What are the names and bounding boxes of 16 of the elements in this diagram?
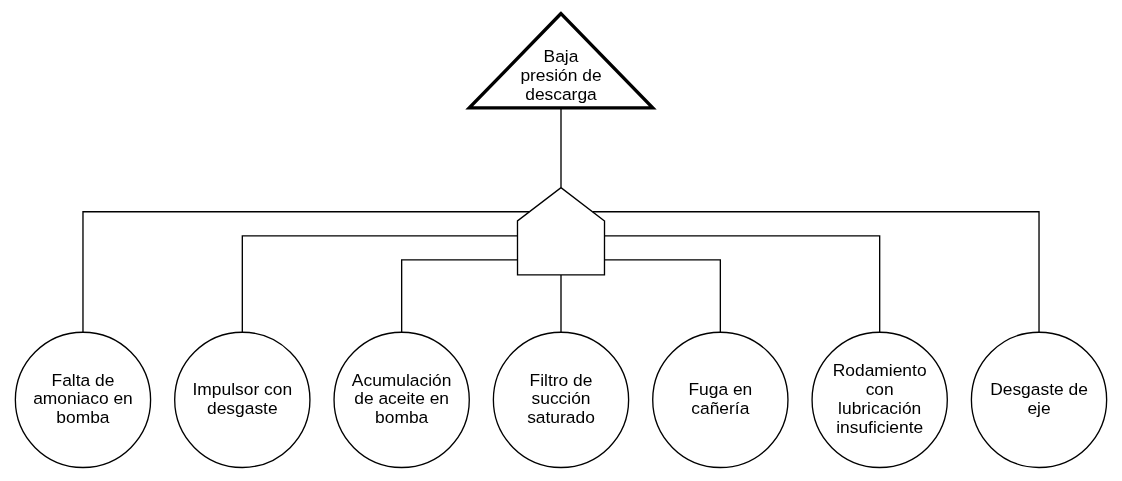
connector <box>603 235 881 333</box>
node-circle: Filtro de succión saturado <box>492 331 630 469</box>
node-circle: Fuga en cañería <box>652 331 789 469</box>
node-circle: Acumulación de aceite en bomba <box>333 331 470 469</box>
node-circle: Falta de amoniaco en bomba <box>14 331 152 469</box>
connector <box>592 211 1040 333</box>
connector <box>401 259 519 333</box>
connector <box>560 107 562 189</box>
connector <box>241 235 519 333</box>
connector <box>603 259 721 333</box>
node-circle: Desgaste de eje <box>970 331 1108 469</box>
node-circle: Impulsor con desgaste <box>174 331 311 469</box>
connector <box>560 274 562 333</box>
connector <box>82 211 530 333</box>
node-gate <box>516 186 606 276</box>
node-circle: Rodamiento con lubricación insuficiente <box>811 331 948 469</box>
